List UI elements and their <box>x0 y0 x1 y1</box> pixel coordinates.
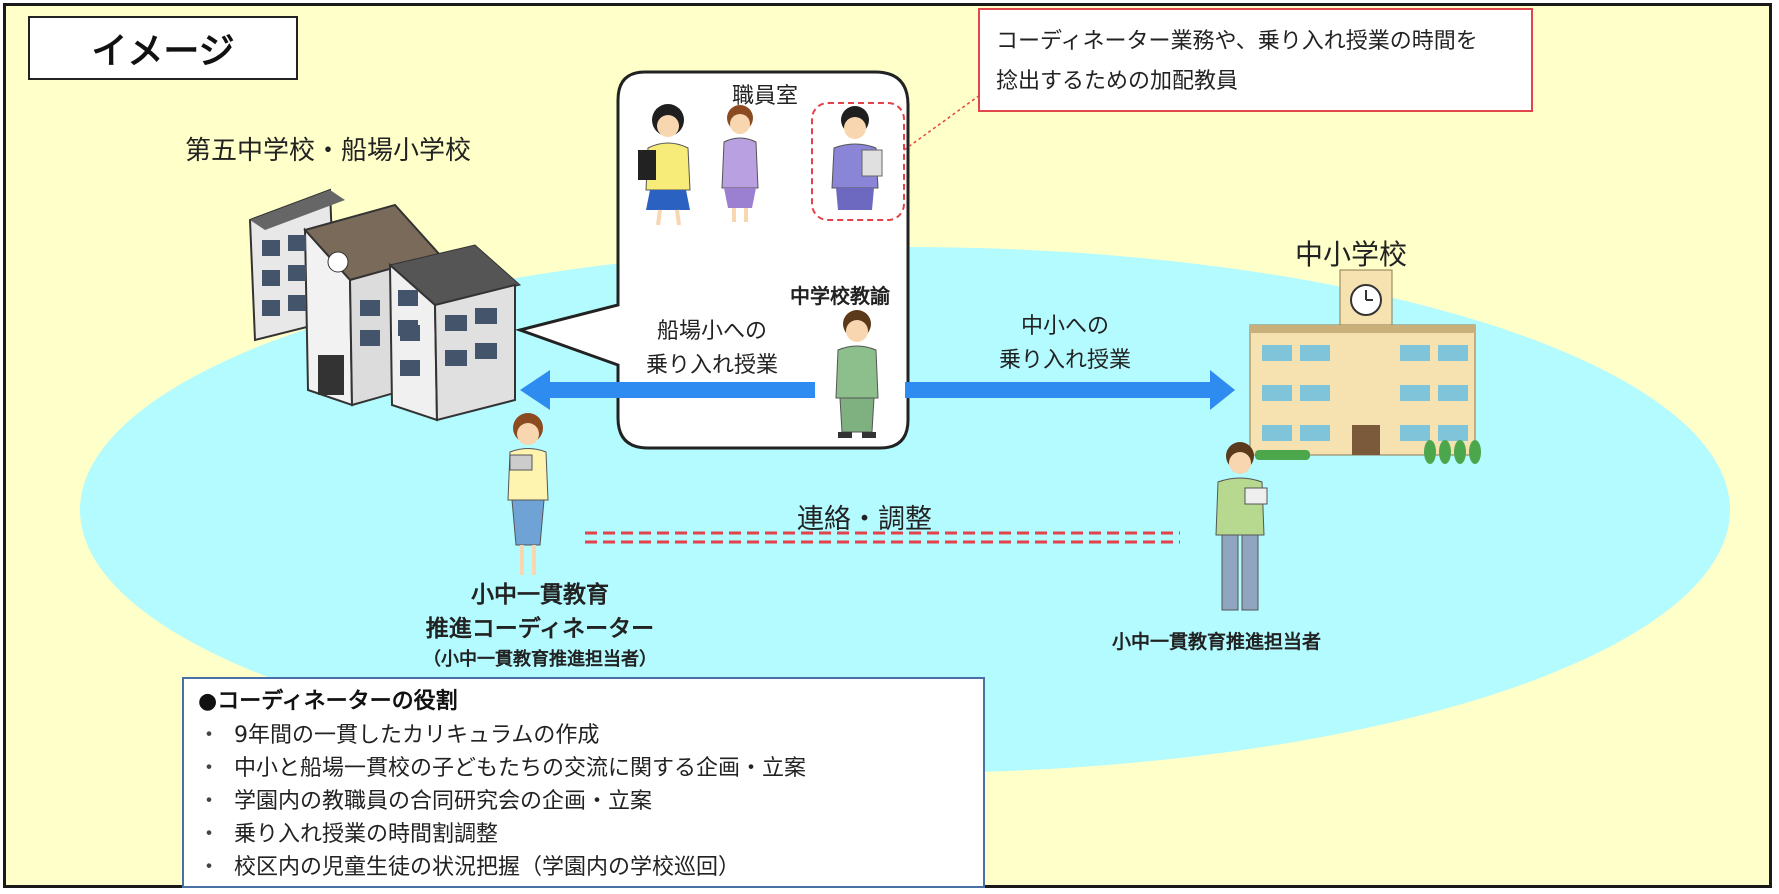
roles-item-text: 9年間の一貫したカリキュラムの作成 <box>234 723 600 748</box>
roles-item-text: 乗り入れ授業の時間割調整 <box>234 822 499 847</box>
right-coordinator-person-icon <box>1215 442 1268 611</box>
arrow-right-line-2: 乗り入れ授業 <box>998 348 1131 373</box>
arrow-right-label: 中小への 乗り入れ授業 <box>975 310 1155 378</box>
coordinator-line-3: （小中一貫教育推進担当者） <box>423 649 657 670</box>
roles-item: ・学園内の教職員の合同研究会の企画・立案 <box>198 789 653 814</box>
middle-school-teacher-icon <box>835 310 879 438</box>
title-text: イメージ <box>91 31 235 72</box>
right-school-building-icon <box>1249 269 1481 464</box>
title-box: イメージ <box>28 16 298 80</box>
staff-person-2-icon <box>721 105 759 222</box>
roles-box: ●コーディネーターの役割 ・9年間の一貫したカリキュラムの作成 ・中小と船場一貫… <box>182 677 985 888</box>
coordinator-person-icon <box>507 413 549 575</box>
coordinator-line-2: 推進コーディネーター <box>425 616 655 642</box>
roles-item: ・9年間の一貫したカリキュラムの作成 <box>198 723 600 748</box>
arrow-left-line-1: 船場小への <box>656 319 767 344</box>
coordinator-line-1: 小中一貫教育 <box>471 582 609 608</box>
coordinator-label: 小中一貫教育 推進コーディネーター （小中一貫教育推進担当者） <box>395 578 685 674</box>
roles-list: ・9年間の一貫したカリキュラムの作成 ・中小と船場一貫校の子どもたちの交流に関す… <box>198 719 969 884</box>
note-box: コーディネーター業務や、乗り入れ授業の時間を 捻出するための加配教員 <box>978 8 1533 112</box>
right-school-label: 中小学校 <box>1295 238 1408 271</box>
arrow-to-naka <box>905 370 1235 410</box>
teacher-label: 中学校教諭 <box>790 284 890 308</box>
roles-item-text: 中小と船場一貫校の子どもたちの交流に関する企画・立案 <box>234 756 807 781</box>
note-connector <box>903 94 981 151</box>
staff-room-bubble <box>514 70 910 450</box>
additional-teacher-icon <box>831 106 883 210</box>
roles-item: ・中小と船場一貫校の子どもたちの交流に関する企画・立案 <box>198 756 807 781</box>
note-line-2: 捻出するための加配教員 <box>996 69 1239 94</box>
arrow-right-line-1: 中小への <box>1020 314 1109 339</box>
roles-item-text: 学園内の教職員の合同研究会の企画・立案 <box>234 789 653 814</box>
staff-person-1-icon <box>638 104 691 226</box>
right-person-label: 小中一貫教育推進担当者 <box>1112 631 1322 653</box>
arrow-left-line-2: 乗り入れ授業 <box>645 353 778 378</box>
contact-label: 連絡・調整 <box>797 504 932 535</box>
roles-item: ・乗り入れ授業の時間割調整 <box>198 822 499 847</box>
left-school-building-icon <box>248 188 522 422</box>
staff-room-label: 職員室 <box>732 84 799 109</box>
additional-teacher-highlight <box>811 102 905 221</box>
left-school-label: 第五中学校・船場小学校 <box>185 136 472 166</box>
arrow-left-label: 船場小への 乗り入れ授業 <box>622 315 802 383</box>
arrow-to-funaba <box>520 370 815 410</box>
note-line-1: コーディネーター業務や、乗り入れ授業の時間を <box>996 29 1478 54</box>
roles-item: ・校区内の児童生徒の状況把握（学園内の学校巡回） <box>198 855 741 880</box>
roles-item-text: 校区内の児童生徒の状況把握（学園内の学校巡回） <box>234 855 741 880</box>
roles-heading: ●コーディネーターの役割 <box>198 689 458 714</box>
